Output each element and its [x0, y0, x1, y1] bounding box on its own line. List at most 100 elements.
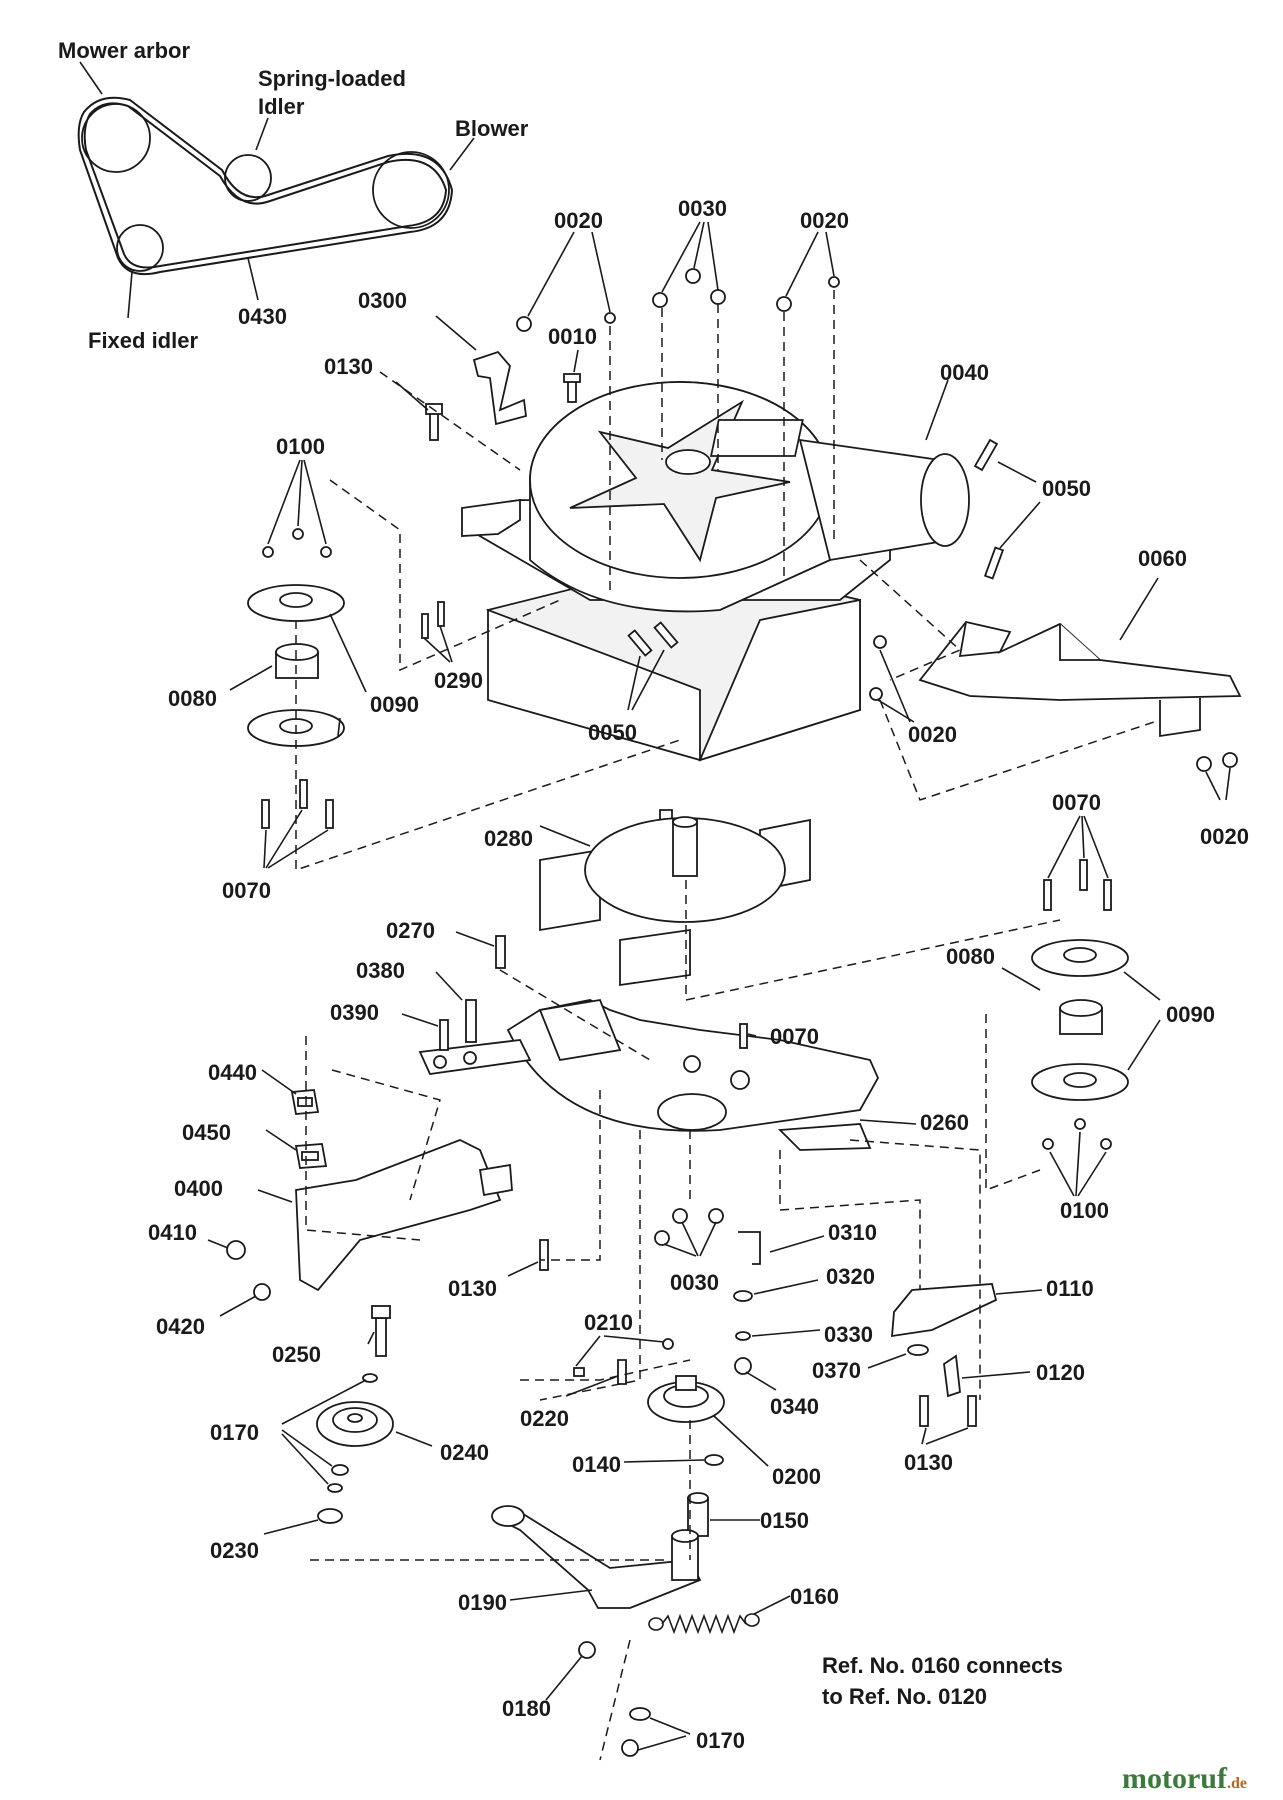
nut-0030-b: [685, 268, 701, 284]
bolt-0130-c: [919, 1395, 929, 1427]
callout-0300: 0300: [358, 288, 407, 313]
leader-0070-m: [747, 1033, 757, 1037]
callout-0420: 0420: [156, 1314, 205, 1339]
washer-0170-a: [362, 1373, 378, 1383]
bolt-0250-head: [371, 1305, 391, 1319]
right-bearing-stack: [1031, 939, 1129, 1101]
bolt-0070-c: [325, 799, 334, 829]
nut-0420: [253, 1283, 271, 1301]
screw-0100-c: [320, 546, 332, 558]
callout-0180: 0180: [502, 1696, 551, 1721]
callout-0070-right: 0070: [1052, 790, 1101, 815]
callout-0230: 0230: [210, 1538, 259, 1563]
leader-0090-r2: [1127, 1019, 1161, 1071]
bolt-0070-d: [1043, 879, 1052, 911]
leader-0020-a1: [527, 231, 575, 317]
leader-0050-a: [997, 461, 1037, 483]
pin-0220: [617, 1359, 627, 1385]
plate-arm-hole-1: [433, 1055, 447, 1069]
callout-0050-right: 0050: [1042, 476, 1091, 501]
leader-0100-a: [267, 459, 301, 545]
leader-0270: [455, 931, 495, 947]
washer-0170-b: [331, 1464, 349, 1476]
callout-0070-left: 0070: [222, 878, 271, 903]
watermark-name: motoruf: [1122, 1762, 1227, 1795]
callout-0370: 0370: [812, 1358, 861, 1383]
callout-0260: 0260: [920, 1110, 969, 1135]
leader-0130-b: [507, 1261, 539, 1277]
leader-0330: [751, 1329, 821, 1337]
leader-0100-b: [297, 459, 303, 527]
leader-0050-d: [631, 649, 665, 711]
callout-0060: 0060: [1138, 546, 1187, 571]
pulley-0200-hub: [675, 1375, 697, 1391]
housing-outlet-mouth: [920, 453, 970, 547]
callout-0080-left: 0080: [168, 686, 217, 711]
bolt-0270: [495, 935, 506, 969]
leader-0290-b: [439, 625, 453, 663]
watermark-tld: .de: [1226, 1775, 1247, 1792]
washer-0140: [704, 1454, 724, 1466]
bolt-0130-top: [429, 411, 439, 441]
dash-19: [779, 1150, 921, 1290]
left-bearing-top: [275, 643, 319, 661]
leader-0090-l1: [329, 613, 367, 693]
screw-0100-e: [1074, 1118, 1086, 1130]
reference-note-line2: to Ref. No. 0120: [822, 1684, 988, 1709]
callout-0030-mid: 0030: [670, 1270, 719, 1295]
nut-0030-d: [654, 1230, 670, 1246]
callout-0320: 0320: [826, 1264, 875, 1289]
leader-0030-a3: [707, 221, 719, 291]
callout-0240: 0240: [440, 1440, 489, 1465]
nut-0170: [621, 1739, 639, 1757]
leader-0020-e: [879, 649, 911, 723]
belt-leader: [247, 257, 259, 301]
leader-0050-b: [999, 501, 1041, 549]
fixed-idler-leader: [127, 271, 133, 319]
watermark-logo[interactable]: motoruf.de: [1122, 1762, 1247, 1796]
leader-0320: [753, 1279, 819, 1295]
leader-0290-a: [423, 637, 451, 663]
dash-14: [305, 1036, 421, 1241]
leader-0260: [859, 1119, 917, 1125]
callout-0090-right: 0090: [1166, 1002, 1215, 1027]
leader-0130-a: [395, 381, 429, 411]
callout-0270: 0270: [386, 918, 435, 943]
callout-0250: 0250: [272, 1342, 321, 1367]
bolt-0070-f: [1103, 879, 1112, 911]
bolt-0380: [465, 999, 477, 1043]
nut-0020-d: [828, 276, 840, 288]
leader-0020-b1: [785, 231, 819, 297]
leader-0140: [623, 1459, 705, 1463]
leader-0340: [745, 1371, 777, 1391]
impeller-hub: [672, 819, 698, 877]
callout-0450: 0450: [182, 1120, 231, 1145]
right-bearing-top: [1059, 999, 1103, 1017]
leader-0250: [367, 1331, 375, 1345]
callout-0020-top-right: 0020: [800, 208, 849, 233]
leader-0180: [545, 1655, 583, 1701]
dash-12: [985, 1014, 1041, 1192]
leader-lines: [207, 221, 1231, 1751]
blower-housing: [461, 381, 970, 762]
leader-0070-r1: [1047, 815, 1081, 879]
bracket-0400-body: [295, 1139, 502, 1292]
leader-0240: [395, 1431, 433, 1447]
label-idler: Idler: [258, 94, 305, 119]
spring-0160: [661, 1613, 747, 1635]
slot-plate-0440-slot: [297, 1097, 313, 1107]
callout-0050-left: 0050: [588, 720, 637, 745]
callout-0380: 0380: [356, 958, 405, 983]
blower-leader: [449, 137, 475, 171]
leader-0010: [573, 349, 579, 373]
leader-0060: [1119, 577, 1159, 641]
mower-arbor-leader: [79, 61, 103, 95]
callout-0390: 0390: [330, 1000, 379, 1025]
nut-0410: [226, 1240, 246, 1260]
screw-0290-a: [421, 613, 429, 639]
callout-labels: 0020 0030 0020 0010 0300 0130 0040 0050 …: [148, 196, 1249, 1753]
bracket-0110: [891, 1283, 998, 1338]
bolt-0130-b: [539, 1239, 549, 1271]
callout-0440: 0440: [208, 1060, 257, 1085]
callout-0200: 0200: [772, 1464, 821, 1489]
